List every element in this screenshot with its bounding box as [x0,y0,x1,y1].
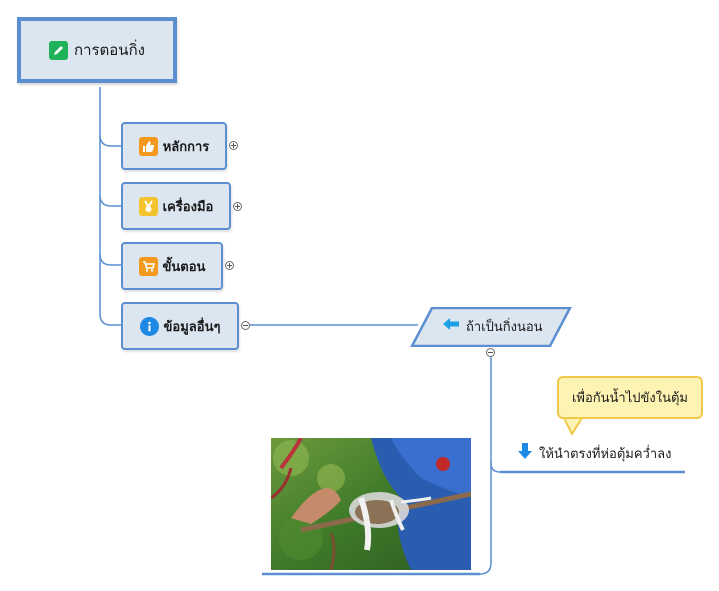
branch-principles[interactable]: หลักการ [121,122,227,170]
medal-icon [138,196,158,216]
leaf-topic-label: ให้นำตรงที่ห่อตุ้มคว่ำลง [539,446,672,462]
branch-tools-label: เครื่องมือ [162,199,214,215]
info-icon [139,316,159,336]
expand-steps-button[interactable] [225,261,234,270]
horizontal-branch-node[interactable]: ถ้าเป็นกิ่งนอน [442,314,543,338]
branch-other-info-label: ข้อมูลอื่นๆ [163,319,221,335]
collapse-horizontal-branch-button[interactable] [486,348,495,357]
branch-layering-photo [271,438,471,570]
branch-steps[interactable]: ขั้นตอน [121,242,223,290]
thumbs-up-icon [138,136,158,156]
arrow-left-icon [442,317,460,335]
cart-icon [138,256,158,276]
branch-other-info[interactable]: ข้อมูลอื่นๆ [121,302,239,350]
root-topic-label: การตอนกิ่ง [74,41,145,59]
horizontal-branch-shape [410,307,572,347]
root-topic[interactable]: การตอนกิ่ง [17,17,177,83]
arrow-down-icon [517,442,533,464]
branch-tools[interactable]: เครื่องมือ [121,182,231,230]
leaf-topic[interactable]: ให้นำตรงที่ห่อตุ้มคว่ำลง [517,442,671,464]
branch-steps-label: ขั้นตอน [162,259,206,275]
horizontal-branch-label: ถ้าเป็นกิ่งนอน [466,319,543,335]
expand-tools-button[interactable] [233,202,242,211]
branch-principles-label: หลักการ [162,139,210,155]
expand-principles-button[interactable] [229,141,238,150]
callout-label: เพื่อกันน้ำไปขังในตุ้ม [571,391,689,406]
collapse-other-info-button[interactable] [241,321,250,330]
pencil-icon [49,40,68,60]
callout-note[interactable]: เพื่อกันน้ำไปขังในตุ้ม [557,376,703,419]
